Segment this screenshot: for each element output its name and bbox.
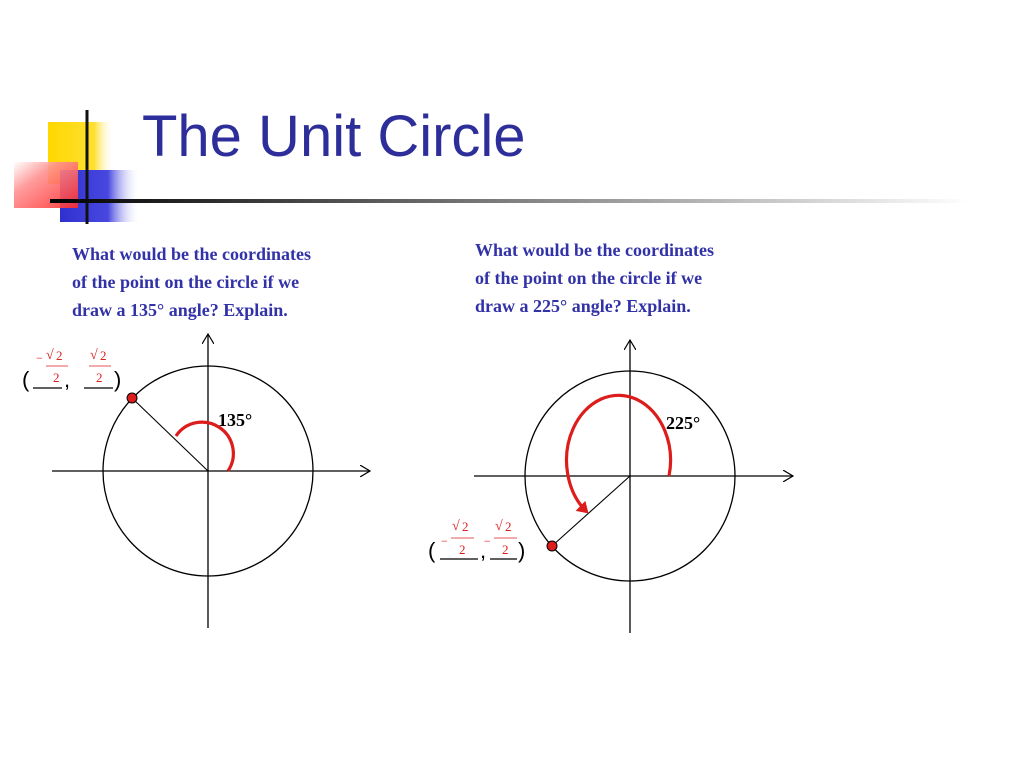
coordinate-label: ( , ) − √ 2 2 − √ 2 2 xyxy=(428,519,525,563)
y-sign: − xyxy=(484,534,491,548)
question-line: of the point on the circle if we xyxy=(475,268,703,288)
y-radical: √ xyxy=(495,519,503,534)
x-numerator: 2 xyxy=(56,348,63,363)
angle-label: 225° xyxy=(666,413,700,433)
close-paren: ) xyxy=(114,367,121,392)
x-denominator: 2 xyxy=(459,542,466,557)
coordinate-label: ( , ) − √ 2 2 √ 2 2 xyxy=(22,348,121,392)
y-denominator: 2 xyxy=(502,542,509,557)
y-radical: √ xyxy=(90,348,98,363)
open-paren: ( xyxy=(428,538,436,563)
point-marker xyxy=(126,392,138,404)
title-underline xyxy=(50,199,970,203)
close-paren: ) xyxy=(518,538,525,563)
comma: , xyxy=(64,367,70,392)
radius-line xyxy=(131,397,209,472)
page-title: The Unit Circle xyxy=(142,104,526,169)
angle-arc xyxy=(174,420,235,472)
question-line: of the point on the circle if we xyxy=(72,272,300,292)
question-135: What would be the coordinates of the poi… xyxy=(72,240,402,324)
question-line: draw a 225° angle? Explain. xyxy=(475,296,691,316)
radius-line xyxy=(551,475,631,547)
open-paren: ( xyxy=(22,367,30,392)
question-225: What would be the coordinates of the poi… xyxy=(475,236,805,320)
y-numerator: 2 xyxy=(100,348,107,363)
decorative-squares-logo xyxy=(14,110,140,224)
x-radical: √ xyxy=(46,348,54,363)
y-numerator: 2 xyxy=(505,519,512,534)
question-line: What would be the coordinates xyxy=(475,240,715,260)
x-sign: − xyxy=(441,534,448,548)
angle-label: 135° xyxy=(218,410,252,430)
x-sign: − xyxy=(36,351,43,365)
x-denominator: 2 xyxy=(53,370,60,385)
comma: , xyxy=(480,538,486,563)
point-marker xyxy=(546,540,558,552)
angle-arc xyxy=(564,393,673,514)
x-radical: √ xyxy=(452,519,460,534)
question-line: draw a 135° angle? Explain. xyxy=(72,300,288,320)
y-denominator: 2 xyxy=(96,370,103,385)
question-line: What would be the coordinates xyxy=(72,244,312,264)
x-numerator: 2 xyxy=(462,519,469,534)
